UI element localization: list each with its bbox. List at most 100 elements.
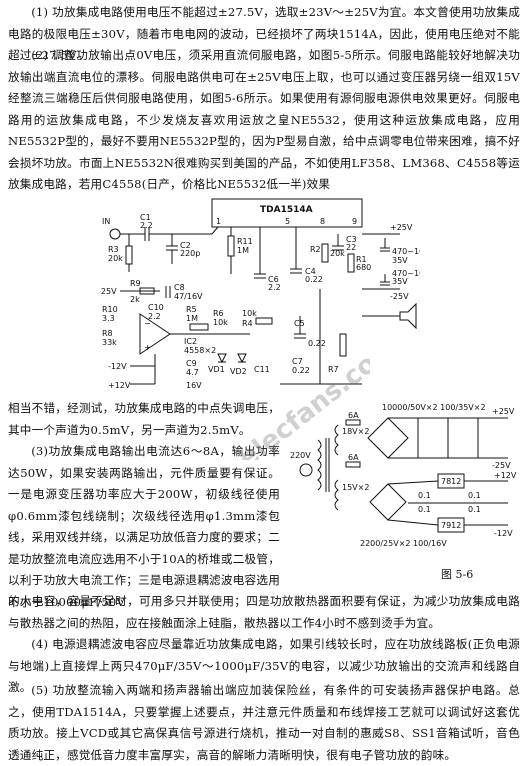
reg1-label: 7812: [441, 477, 461, 486]
r2-value: 20k: [330, 249, 345, 258]
c8-label: C8: [174, 283, 185, 292]
w15-label: 15V×2: [342, 483, 369, 492]
c2-value: 220p: [180, 249, 200, 258]
r3-label: R3: [108, 245, 119, 254]
r5-label: R5: [186, 305, 197, 314]
v35a-label: 35V: [392, 256, 408, 265]
cap470b-label: 470~1000: [392, 269, 420, 278]
ac-plug-icon: [299, 463, 313, 477]
watermark-text: elecfans.com: [233, 332, 370, 460]
amplifier-circuit-diagram: TDA1514A 1 5 8 9 IN C1 2.2 R3 20k C2 220…: [100, 198, 420, 390]
paragraph-3: (3)功放集成电路输出电流达6～8A，输出功率达50W，如果安装两路输出，元件质…: [8, 444, 280, 609]
input-jack: [109, 228, 121, 240]
c3-label: C3: [346, 235, 357, 244]
c9-value: 4.7: [186, 368, 199, 377]
r6-value: 10k: [213, 318, 228, 327]
minus25-label: -25V: [492, 461, 511, 470]
pin-5: 5: [285, 217, 290, 226]
c4-value: 0.22: [305, 275, 323, 284]
vd1-label: VD1: [208, 365, 225, 374]
r9-value: 2k: [130, 295, 140, 304]
c9-label: C9: [186, 359, 197, 368]
paragraph-2-continued: 相当不错，经测试，功放集成电路的中点失调电压，其中一个声道为0.5mV，另一声道…: [8, 401, 280, 437]
minus12-label: -12V: [494, 529, 513, 538]
plus25-label: +25V: [492, 407, 515, 416]
figure-caption: 图 5-6: [441, 568, 474, 581]
c6-label: C6: [268, 275, 279, 284]
v220-label: 220V: [290, 451, 311, 460]
vd2-label: VD2: [230, 367, 247, 376]
ps-title: 10000/50V×2 100/35V×2: [382, 403, 486, 412]
r9-label: R9: [130, 279, 141, 288]
bottom-caps-label: 2200/25V×2 100/16V: [360, 539, 447, 548]
c5-label: C5: [294, 319, 305, 328]
r4-label: R4: [242, 319, 253, 328]
c2-label: C2: [180, 241, 191, 250]
plus12-label: +12V: [494, 471, 517, 480]
bridge-rectifier-2: [369, 483, 407, 521]
reg2-label: 7912: [441, 521, 461, 530]
cap470-label: 470~1000: [392, 247, 420, 256]
c6-value: 2.2: [268, 283, 281, 292]
r11-label: R11: [237, 237, 253, 246]
paragraph-5: (5) 功放整流输入两端和扬声器输出端应加装保险丝，有条件的可安装扬声器保护电路…: [8, 683, 520, 762]
r1-value: 680: [356, 263, 371, 272]
r8-label: R8: [102, 329, 113, 338]
c7-label: C7: [292, 357, 303, 366]
transformer-secondary-2: [334, 479, 339, 511]
r7-label: R7: [328, 365, 339, 374]
paragraph-4: (4) 电源退耦滤波电容应尽量靠近功放集成电路，如果引线较长时，应在功放线路板(…: [8, 637, 520, 694]
input-label: IN: [102, 217, 110, 226]
transformer-primary: [317, 439, 322, 491]
r3-value: 20k: [108, 254, 123, 263]
c5-value: 0.22: [308, 339, 326, 348]
c4-label: C4: [305, 267, 316, 276]
watermark-logo: elecfans.com: [233, 332, 370, 460]
c02-label: 0.1: [468, 491, 481, 500]
minus25v-left-label: -25V: [100, 287, 117, 296]
plus25v-label: +25V: [390, 223, 413, 232]
fuse1-label: 6A: [348, 411, 359, 420]
ic2-model: 4558×2: [184, 346, 216, 355]
r5-value: 1M: [186, 314, 198, 323]
opamp-symbol: [139, 313, 171, 355]
fuse2-label: 6A: [348, 453, 359, 462]
r8-value: 33k: [102, 338, 117, 347]
c04-label: 0.1: [468, 505, 481, 514]
ic2-label: IC2: [184, 337, 197, 346]
plus12v-label: +12V: [108, 381, 131, 390]
svg-text:−: −: [144, 319, 151, 328]
pin-9: 9: [352, 217, 357, 226]
paragraph-2: (2) 调整功放输出点0V电压，须采用直流伺服电路，如图5-5所示。伺服电路能较…: [8, 48, 520, 191]
transformer-secondary-1: [334, 424, 339, 456]
paragraph-1: (1) 功放集成电路使用电压不能超过±27.5V，选取±23V～±25V为宜。本…: [8, 5, 520, 62]
c10-label: C10: [148, 303, 164, 312]
pin-8: 8: [320, 217, 325, 226]
paragraph-3-continued: 的大电容，容量不足时，可用多只并联使用；四是功放散热器面积要有保证，为减少功放集…: [8, 594, 520, 630]
v35b-label: 35V: [392, 277, 408, 286]
c1-value: 2.2: [140, 221, 153, 230]
c10-value: 2.2: [148, 312, 161, 321]
pin-1: 1: [216, 217, 221, 226]
svg-text:+: +: [144, 343, 151, 352]
speaker-icon: [399, 302, 417, 330]
rc-value: 3.3: [102, 314, 115, 323]
c01-label: 0.1: [418, 491, 431, 500]
r6-label: R6: [213, 309, 224, 318]
r1-label: R1: [356, 255, 367, 264]
tda1514a-ic: [211, 198, 363, 228]
bridge-rectifier-1: [367, 417, 409, 459]
minus12v-label: -12V: [108, 362, 127, 371]
r4-value: 10k: [242, 309, 257, 318]
c7-value: 0.22: [292, 366, 310, 375]
ic-label: TDA1514A: [260, 205, 313, 215]
c11-label: C11: [254, 365, 270, 374]
c03-label: 0.1: [418, 505, 431, 514]
c3-value: 22: [346, 243, 356, 252]
w18-label: 18V×2: [342, 427, 369, 436]
v16-label: 16V: [186, 381, 202, 390]
c8-value: 47/16V: [174, 292, 203, 301]
r11-value: 1M: [237, 246, 249, 255]
rc-label: R10: [102, 305, 118, 314]
r2-label: R2: [310, 245, 321, 254]
